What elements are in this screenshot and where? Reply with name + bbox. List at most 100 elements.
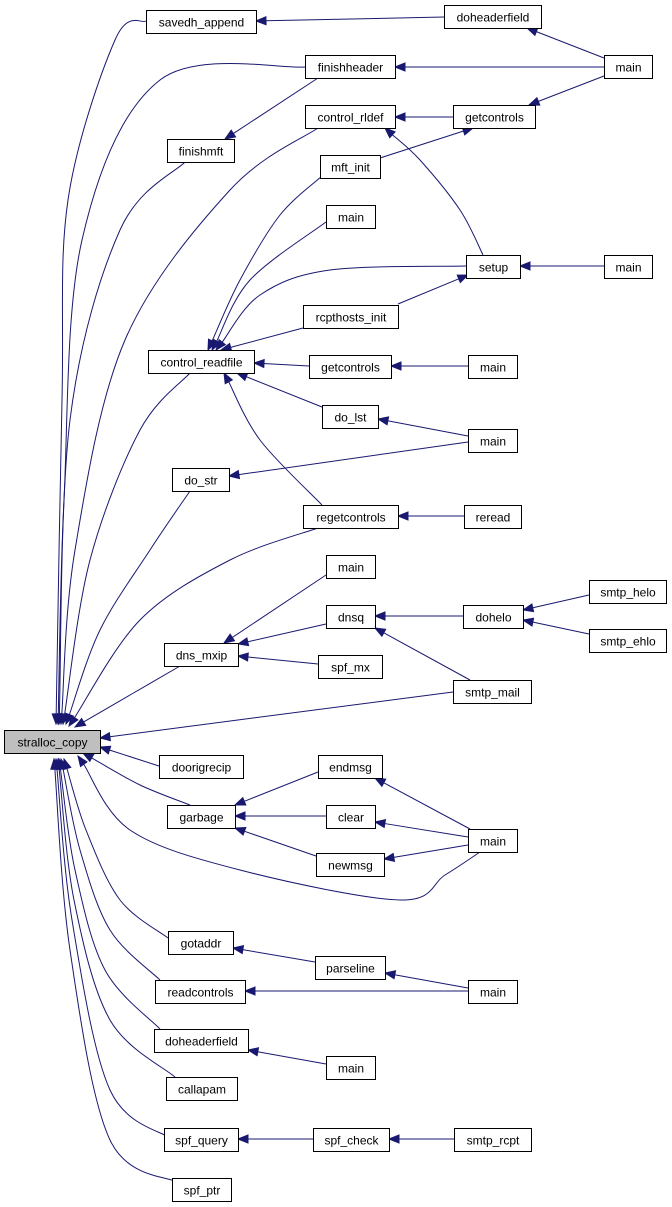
function-node-readcontrols[interactable]: readcontrols [155,980,246,1004]
edge-line [63,372,191,716]
function-node-doorigrecip[interactable]: doorigrecip [159,755,244,779]
function-node-do-str[interactable]: do_str [172,468,230,492]
node-label: readcontrols [167,986,233,1000]
edge-arrowhead [521,617,535,627]
function-node-main[interactable]: main [326,1056,376,1080]
function-node-callapam[interactable]: callapam [166,1077,238,1101]
function-node-main[interactable]: main [604,255,653,279]
function-node-main[interactable]: main [468,429,518,453]
function-node-do-lst[interactable]: do_lst [322,405,379,429]
edge-arrowhead [382,852,396,862]
node-box [464,505,522,529]
edge-n31-to-n32 [233,771,319,806]
edge-n45-to-n44 [387,1134,454,1144]
function-node-parseline[interactable]: parseline [315,956,386,980]
edge-arrowhead [254,16,267,26]
node-box [589,580,667,604]
function-node-dnsq[interactable]: dnsq [326,605,376,629]
function-node-regetcontrols[interactable]: regetcontrols [303,505,399,529]
edge-n18-to-n19 [227,441,469,480]
function-node-spf-ptr[interactable]: spf_ptr [172,1178,232,1202]
function-node-spf-check[interactable]: spf_check [313,1128,390,1152]
node-label: savedh_append [159,16,244,30]
node-label: main [480,361,506,375]
edge-arrowhead [246,1047,260,1057]
function-node-main[interactable]: main [326,205,376,229]
function-node-mft-init[interactable]: mft_init [320,155,381,179]
function-node-newmsg[interactable]: newmsg [316,853,385,877]
node-box [326,805,376,829]
edge-line [58,161,186,716]
edge-line [57,62,306,716]
edge-n43-to-n1 [52,757,173,1140]
function-node-finishmft[interactable]: finishmft [167,139,235,163]
node-box [320,155,381,179]
edge-line [397,277,460,305]
root-node-stralloc-copy[interactable]: stralloc_copy [4,730,101,754]
edge-layer [50,16,605,1184]
function-node-spf-mx[interactable]: spf_mx [318,655,383,679]
function-node-control-rldef[interactable]: control_rldef [305,105,396,129]
node-label: control_readfile [160,356,242,370]
node-box [172,468,230,492]
function-node-smtp-ehlo[interactable]: smtp_ehlo [589,629,667,653]
function-node-spf-query[interactable]: spf_query [164,1128,239,1152]
node-box [318,655,383,679]
node-box [453,105,536,129]
node-box [454,1128,532,1152]
edge-n29-to-n23 [373,627,471,681]
edge-n22-to-n27 [222,574,327,644]
function-node-smtp-helo[interactable]: smtp_helo [589,580,667,604]
node-box [444,5,542,29]
edge-line [73,527,319,719]
function-node-garbage[interactable]: garbage [167,805,236,829]
function-node-main[interactable]: main [604,55,653,79]
node-label: clear [338,811,364,825]
function-node-smtp-rcpt[interactable]: smtp_rcpt [454,1128,532,1152]
edge-n35-to-n32 [233,826,317,857]
function-node-main[interactable]: main [326,555,376,579]
edge-arrowhead [456,274,470,284]
edge-n11-to-n7 [384,127,484,256]
edge-n24-to-n23 [373,611,463,621]
function-node-dns-mxip[interactable]: dns_mxip [164,643,239,667]
function-node-dohelo[interactable]: dohelo [463,605,524,629]
edge-line [264,16,445,22]
function-node-main[interactable]: main [468,355,518,379]
function-node-main[interactable]: main [468,829,518,853]
node-box [154,1029,249,1053]
node-box [303,505,399,529]
node-label: reread [476,511,511,525]
function-node-getcontrols[interactable]: getcontrols [309,355,392,379]
edge-line [243,830,317,857]
function-node-main[interactable]: main [468,980,518,1004]
edge-line [245,375,323,408]
edge-line [62,767,161,981]
edge-line [108,691,454,738]
function-node-rcpthosts-init[interactable]: rcpthosts_init [303,305,399,329]
function-node-doheaderfield[interactable]: doheaderfield [154,1029,249,1053]
function-node-reread[interactable]: reread [464,505,522,529]
edge-n20-to-n1 [68,527,319,728]
function-node-finishheader[interactable]: finishheader [305,55,396,79]
function-node-doheaderfield[interactable]: doheaderfield [444,5,542,29]
edge-arrowhead [236,637,250,647]
function-node-gotaddr[interactable]: gotaddr [168,931,234,955]
function-node-setup[interactable]: setup [466,255,521,279]
node-label: main [480,435,506,449]
edge-n28-to-n27 [236,652,319,665]
node-box [466,255,521,279]
edge-n37-to-n36 [231,945,316,963]
function-node-endmsg[interactable]: endmsg [318,755,383,779]
function-node-getcontrols[interactable]: getcontrols [453,105,536,129]
edge-arrowhead [387,1134,400,1144]
function-node-savedh-append[interactable]: savedh_append [146,10,257,34]
function-node-clear[interactable]: clear [326,805,376,829]
node-box [159,755,244,779]
node-label: newmsg [328,859,373,873]
edge-n2-to-n1 [51,20,147,726]
edge-n36-to-n1 [62,757,169,939]
function-node-smtp-mail[interactable]: smtp_mail [453,680,532,704]
function-node-control-readfile[interactable]: control_readfile [148,350,255,374]
edge-line [58,767,176,1078]
